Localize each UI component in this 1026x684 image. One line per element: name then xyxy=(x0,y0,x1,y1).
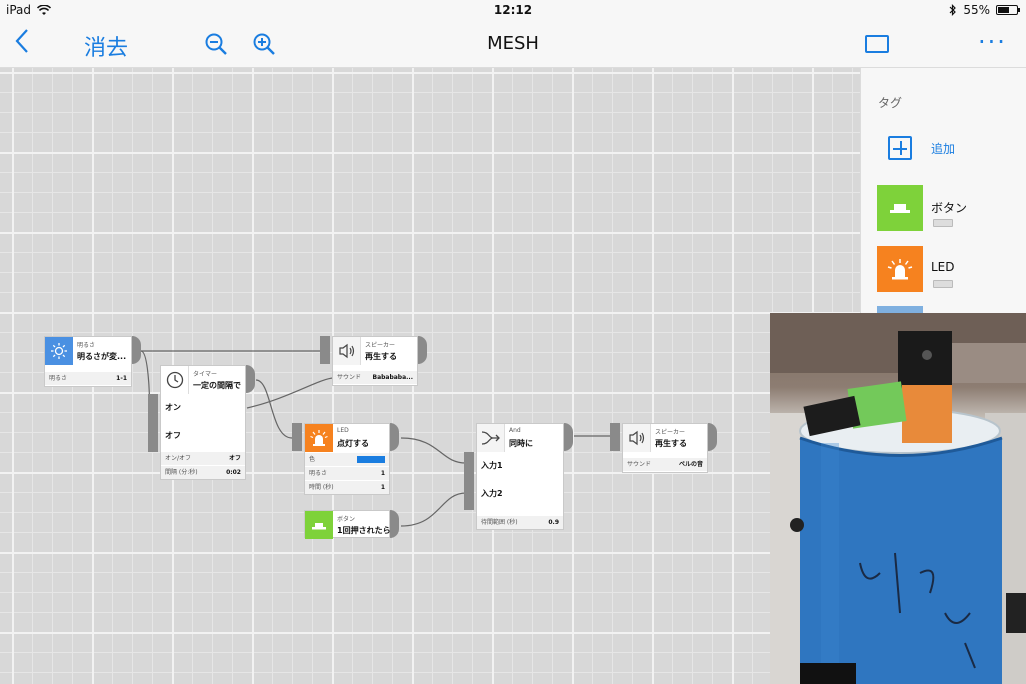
add-tag-button[interactable] xyxy=(888,136,912,160)
tag-panel: タグ 追加 ボタン LED xyxy=(860,68,1026,314)
wire-led-and xyxy=(400,437,467,464)
back-button[interactable] xyxy=(14,28,30,60)
speaker2-input-connector[interactable] xyxy=(610,423,620,451)
status-bar: iPad 12:12 55% xyxy=(0,0,1026,22)
add-tag-label[interactable]: 追加 xyxy=(931,142,956,156)
speaker-icon xyxy=(333,337,361,365)
and-block[interactable]: And 同時に 入力1 入力2 待間範囲 (秒) 0.9 xyxy=(476,423,564,530)
block-action: 同時に xyxy=(509,439,533,448)
wifi-icon xyxy=(37,4,52,15)
led-tag-icon xyxy=(877,246,923,292)
speaker1-output-port[interactable] xyxy=(418,336,427,364)
block-category: LED xyxy=(337,427,349,434)
block-property[interactable]: 明るさ 1-1 xyxy=(45,372,131,385)
zoom-out-button[interactable] xyxy=(204,32,228,60)
block-property[interactable]: 間隔 (分:秒) 0:02 xyxy=(161,466,245,479)
speaker-icon xyxy=(623,424,651,452)
port-input-1: 入力1 xyxy=(481,461,503,470)
block-property[interactable]: オン/オフ オフ xyxy=(161,452,245,465)
block-category: And xyxy=(509,427,521,434)
block-action: 点灯する xyxy=(337,439,369,448)
block-property[interactable]: 色 xyxy=(305,453,389,466)
page-title: MESH xyxy=(487,33,539,54)
block-action: 再生する xyxy=(655,439,687,448)
and-merge-icon xyxy=(477,424,505,452)
more-icon[interactable]: ··· xyxy=(978,28,1007,56)
panel-title: タグ xyxy=(878,96,903,110)
button-block[interactable]: ボタン 1回押されたら xyxy=(304,510,391,539)
brightness-icon xyxy=(45,337,73,365)
block-property[interactable]: 明るさ 1 xyxy=(305,467,389,480)
block-category: タイマー xyxy=(193,371,218,378)
tag-battery-icon xyxy=(933,219,953,227)
block-category: スピーカー xyxy=(365,342,396,349)
brightness-block[interactable]: 明るさ 明るさが変... 明るさ 1-1 xyxy=(44,336,132,387)
zoom-in-button[interactable] xyxy=(252,32,276,60)
photo-illustration xyxy=(770,313,1026,684)
block-action: 明るさが変... xyxy=(77,352,127,361)
device-name: iPad xyxy=(6,3,32,17)
led-block[interactable]: LED 点灯する 色 明るさ 1 時間 (秒) 1 xyxy=(304,423,390,495)
button-tag-icon xyxy=(877,185,923,231)
speaker1-block[interactable]: スピーカー 再生する サウンド Babababa... xyxy=(332,336,418,386)
and-input-connector[interactable] xyxy=(464,452,474,510)
wire-timer-led xyxy=(255,379,293,439)
timer-input-connector[interactable] xyxy=(148,394,158,452)
clock: 12:12 xyxy=(493,3,533,17)
led-color-swatch[interactable] xyxy=(357,456,385,463)
wires-layer xyxy=(140,350,612,527)
speaker2-block[interactable]: スピーカー 再生する サウンド ベルの音 xyxy=(622,423,708,473)
tag-item-led[interactable]: LED xyxy=(877,246,1026,294)
timer-block[interactable]: タイマー 一定の間隔で オン オフ オン/オフ オフ 間隔 (分:秒) 0:02 xyxy=(160,365,246,480)
chevron-left-icon xyxy=(15,29,28,53)
timer-output-port[interactable] xyxy=(246,365,255,393)
tag-battery-icon xyxy=(933,280,953,288)
block-action: 1回押されたら xyxy=(337,526,391,535)
button-icon xyxy=(305,511,333,539)
bluetooth-icon xyxy=(949,4,957,16)
block-category: 明るさ xyxy=(77,342,96,349)
battery-icon xyxy=(996,5,1020,15)
recipe-canvas[interactable]: 明るさ 明るさが変... 明るさ 1-1 タイマー 一定の間隔で オン オフ オ… xyxy=(0,68,860,684)
clock-icon xyxy=(161,366,189,394)
clear-button[interactable]: 消去 xyxy=(84,36,129,61)
and-output-port[interactable] xyxy=(564,423,573,451)
block-action: 再生する xyxy=(365,352,397,361)
brightness-output-port[interactable] xyxy=(132,336,141,364)
block-action: 一定の間隔で xyxy=(193,381,241,390)
led-output-port[interactable] xyxy=(390,423,399,451)
speaker2-output-port[interactable] xyxy=(708,423,717,451)
speaker1-input-connector[interactable] xyxy=(320,336,330,364)
port-input-2: 入力2 xyxy=(481,489,503,498)
block-property[interactable]: 待間範囲 (秒) 0.9 xyxy=(477,516,563,529)
block-property[interactable]: サウンド ベルの音 xyxy=(623,458,707,471)
wire-button-and xyxy=(400,492,467,527)
block-category: ボタン xyxy=(337,516,356,523)
panel-toggle-icon[interactable] xyxy=(865,35,889,53)
camera-photo xyxy=(770,313,1026,684)
zoom-out-icon xyxy=(205,33,227,55)
tag-name: LED xyxy=(931,260,955,274)
tag-item-button[interactable]: ボタン xyxy=(877,185,1026,233)
port-off: オフ xyxy=(165,431,181,440)
block-property[interactable]: 時間 (秒) 1 xyxy=(305,481,389,494)
nav-bar: 消去 MESH ··· xyxy=(0,22,1026,68)
led-icon xyxy=(305,424,333,452)
block-category: スピーカー xyxy=(655,429,686,436)
button-output-port[interactable] xyxy=(390,510,399,538)
tag-item-partial xyxy=(877,306,923,314)
wire-timer-speaker xyxy=(246,377,335,409)
port-on: オン xyxy=(165,403,181,412)
led-input-connector[interactable] xyxy=(292,423,302,451)
battery-percent: 55% xyxy=(963,3,990,17)
block-property[interactable]: サウンド Babababa... xyxy=(333,371,417,384)
zoom-in-icon xyxy=(253,33,275,55)
tag-name: ボタン xyxy=(931,201,968,215)
